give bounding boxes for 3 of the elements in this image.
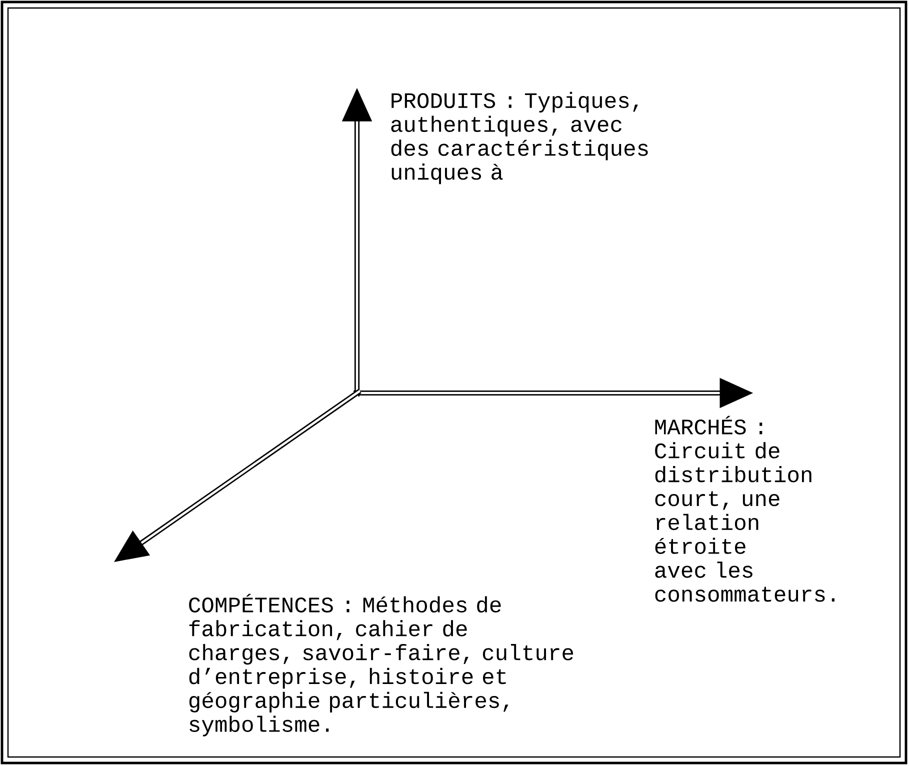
axis-label: COMPÉTENCES : Méthodes de fabrication, cahier de charges, savoir-faire, culture d’entreprise, histoire et géographie particulières, symbolisme. — [189, 594, 574, 736]
axis-label: MARCHÉS : Circuit de distribution court, une relation étroite avec les consommateurs. — [655, 416, 834, 602]
axis-label: PRODUITS : Typiques, authentiques, avec des caractéristiques uniques à — [391, 92, 648, 184]
